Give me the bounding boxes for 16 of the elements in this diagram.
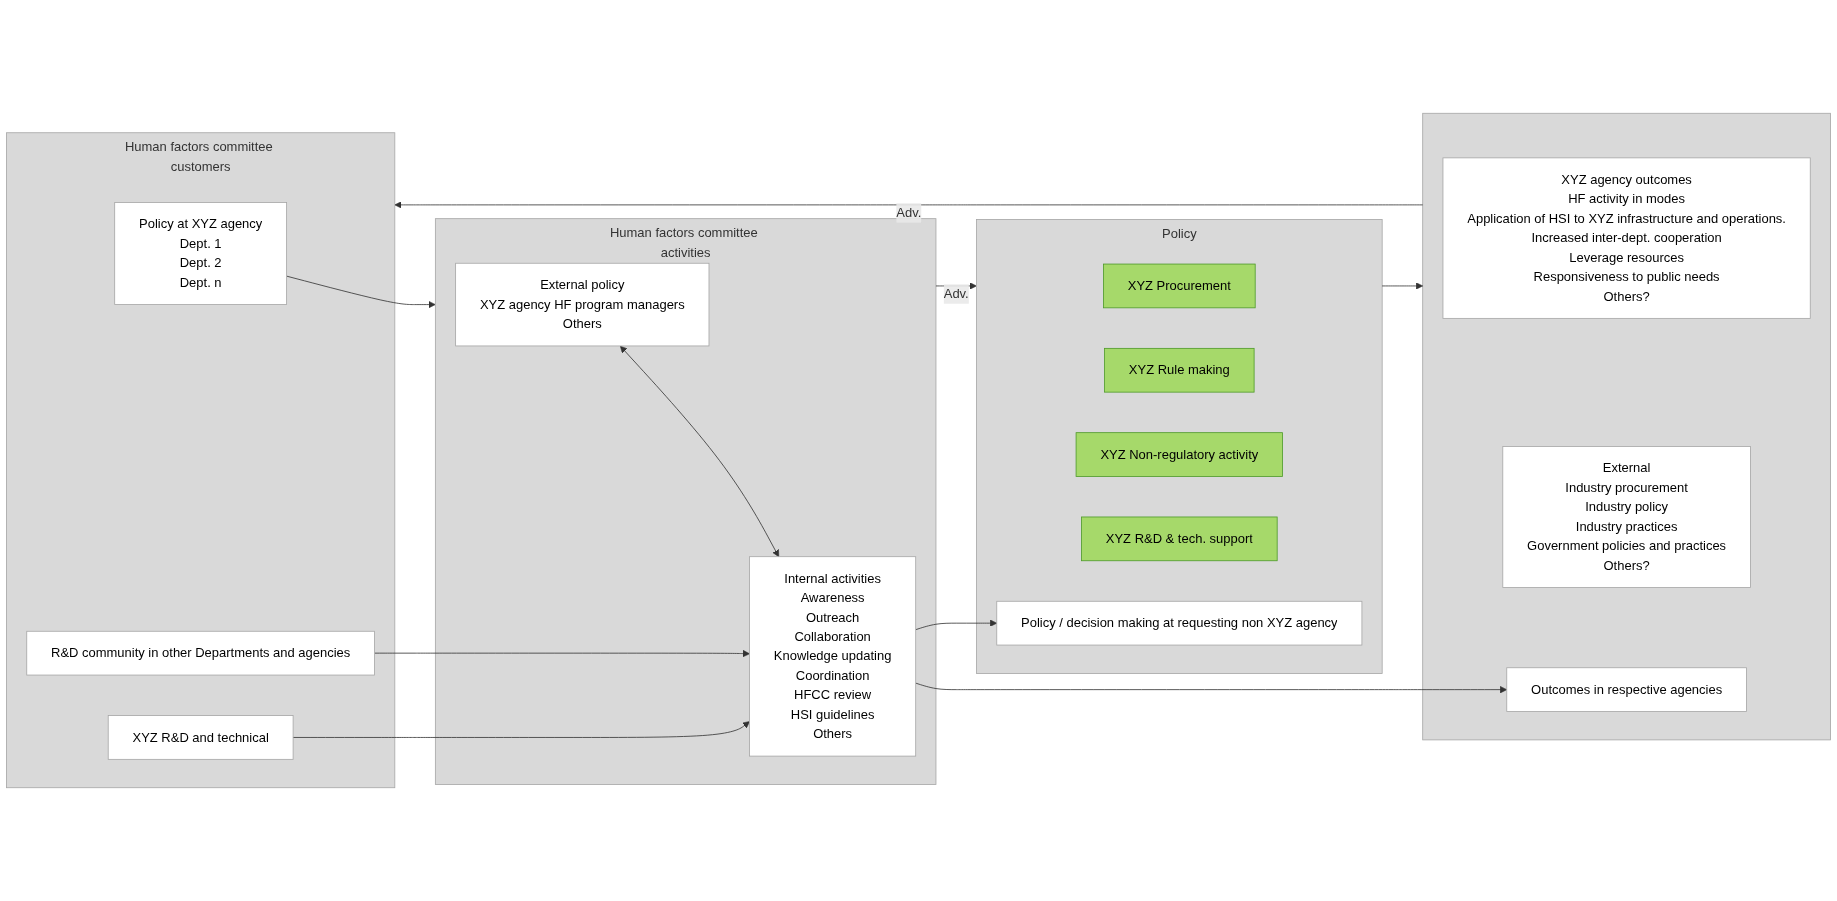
- node-box: XYZ R&D and technical: [107, 715, 294, 760]
- node-box: XYZ agency outcomes HF activity in modes Application of HSI to XYZ infrastructure and operations. Increased inter-dept. cooperation Leverage resources Responsiveness to public needs Others?: [1442, 157, 1811, 319]
- edge-label: Adv.: [896, 205, 922, 220]
- cluster: [1422, 112, 1831, 741]
- node-box: Outcomes in respective agencies: [1506, 667, 1747, 712]
- node-box: Policy / decision making at requesting non XYZ agency: [996, 600, 1363, 646]
- node-box: External policy XYZ agency HF program managers Others: [455, 262, 710, 347]
- node-box: Internal activities Awareness Outreach Collaboration Knowledge updating Coordination HFCC review HSI guidelines Others: [749, 556, 917, 757]
- node-box: XYZ R&D & tech. support: [1081, 516, 1278, 562]
- edge-label: Adv.: [943, 286, 969, 301]
- node-box: XYZ Rule making: [1104, 347, 1255, 393]
- node-box: Policy at XYZ agency Dept. 1 Dept. 2 Dept. n: [114, 202, 287, 305]
- node-box: XYZ Procurement: [1103, 263, 1256, 309]
- node-box: R&D community in other Departments and agencies: [26, 630, 375, 676]
- node-box: External Industry procurement Industry policy Industry practices Government policies and practices Others?: [1502, 446, 1751, 588]
- node-box: XYZ Non-regulatory activity: [1075, 432, 1283, 477]
